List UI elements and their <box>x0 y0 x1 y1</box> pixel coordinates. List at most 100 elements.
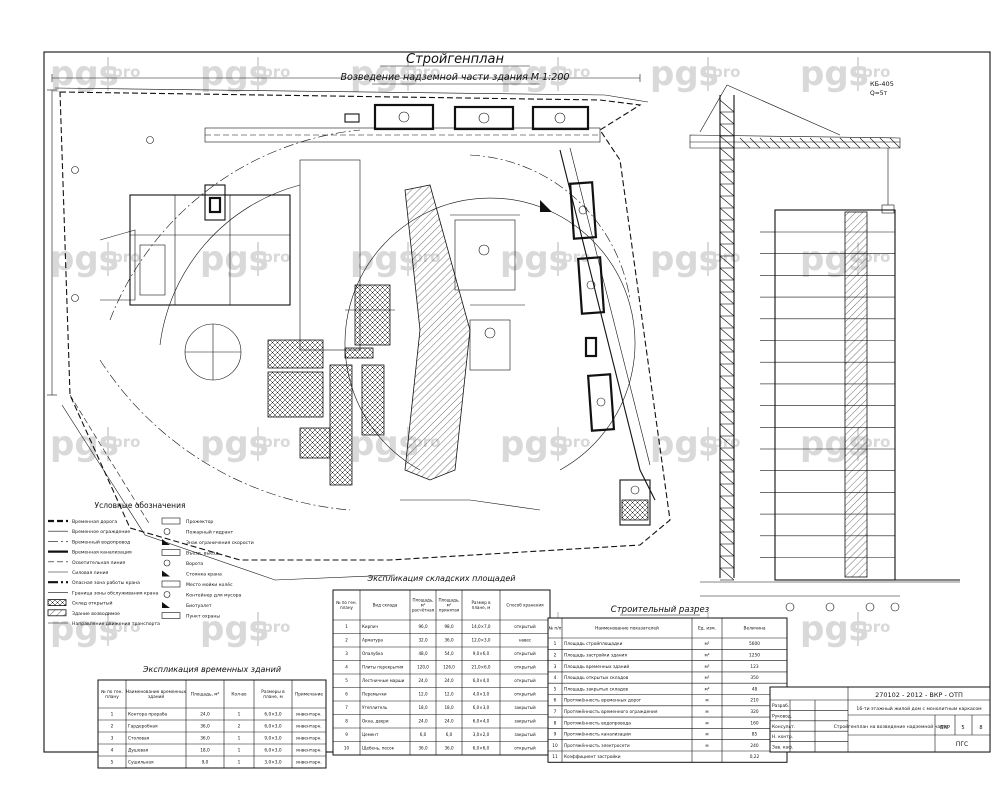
table-cell: инвентарн. <box>296 761 322 766</box>
title-block: Разраб.Руковод.Консульт.Н. контр.Зав. ка… <box>769 686 991 753</box>
legend: Условные обозначения Временная дорогаВре… <box>47 501 254 627</box>
table-cell: 7 <box>345 705 348 710</box>
table-cell: открытый <box>514 746 536 751</box>
existing-building <box>99 184 291 306</box>
table-cell: Душевая <box>128 748 149 754</box>
table-cell: 3 <box>111 736 114 742</box>
table-cell: 5 <box>554 686 557 692</box>
table-cell: 10 <box>344 746 350 751</box>
temporary-cabins-right <box>568 181 616 432</box>
table-cell: Перемычки <box>362 692 387 697</box>
table-cell: 6,0×3,0 <box>264 748 282 754</box>
table-cell: м <box>705 710 708 715</box>
table-cell: навес <box>519 638 531 643</box>
table-header: Примечание <box>295 692 323 698</box>
legend-item-label: Силовая линия <box>72 570 109 576</box>
table-header: м² <box>421 602 426 607</box>
table-header: м² <box>447 602 452 607</box>
table-cell: Плиты перекрытия <box>362 665 404 670</box>
table-cell: инвентарн. <box>296 749 322 754</box>
table-cell: 18,0 <box>418 705 428 710</box>
crane-icon <box>540 200 552 212</box>
table-cell: 1 <box>238 736 241 742</box>
stamp-role: Руковод. <box>772 713 792 719</box>
table-cell: 5600 <box>749 641 760 647</box>
table-cell: 10 <box>552 743 558 749</box>
table-cell: м² <box>705 687 710 692</box>
tower-crane <box>689 84 901 581</box>
table-header: Площадь, м² <box>191 692 220 698</box>
table-cell: 123 <box>750 664 758 670</box>
table-cell: Арматура <box>362 638 383 643</box>
table-cell: инвентарн. <box>296 737 322 742</box>
site-plan: Стройгенплан Возведение надземной части … <box>47 52 671 581</box>
table-cell: 6 <box>554 698 557 704</box>
table-cell: 350 <box>750 675 758 681</box>
watermark-suffix: pro <box>862 433 890 451</box>
table-header: плане, м <box>472 605 491 610</box>
legend-item-label: Склад открытый <box>72 600 112 607</box>
table-cell: 1 <box>238 712 241 718</box>
table-cell: открытый <box>514 678 536 683</box>
table-cell: 1 <box>111 712 114 718</box>
watermark-suffix: pro <box>262 248 290 266</box>
table-cell: 6,0×3,0 <box>264 712 282 718</box>
table-cell: 6,0 <box>420 732 427 737</box>
table-cell: м <box>705 744 708 749</box>
table-cell: 18,0 <box>444 705 454 710</box>
legend-item-label: Пожарный гидрант <box>186 529 234 536</box>
table-header: Размеры в <box>261 689 285 695</box>
table-cell: м² <box>705 676 710 681</box>
legend-item-label: Знак ограничения скорости <box>186 540 254 546</box>
legend-item-label: Въезд, выезд <box>186 551 219 557</box>
table-header: № по ген. <box>336 600 357 605</box>
table-cell: 126,0 <box>443 665 455 670</box>
table-cell: 6,0×4,0 <box>473 719 490 724</box>
table-header: № п/п <box>549 626 562 632</box>
table-cell: м² <box>705 665 710 670</box>
table-cell: 1 <box>238 760 241 766</box>
table-cell: 48,0 <box>418 651 428 656</box>
table-cell: 9,0×6,0 <box>473 651 490 656</box>
stamp-role: Разраб. <box>772 702 789 709</box>
table-cell: 4 <box>345 665 348 670</box>
table-cell: 120,0 <box>417 665 429 670</box>
table-header: зданий <box>148 693 164 700</box>
table-cell: 54,0 <box>444 651 454 656</box>
table-cell: Протяжённость канализации <box>564 732 631 738</box>
table-cell: 36,0 <box>444 746 454 751</box>
table-cell: Протяжённость водопровода <box>564 720 631 726</box>
table-cell: 2 <box>345 638 348 643</box>
table-cell: закрытый <box>514 719 536 724</box>
table-cell: 1 <box>554 641 557 647</box>
table-header: Ед. изм. <box>698 626 716 632</box>
table-cell: 4 <box>554 675 557 681</box>
table-cell: 21,0×6,0 <box>471 665 490 670</box>
table-cell: Гардеробная <box>128 724 158 730</box>
building-under-construction <box>404 184 471 481</box>
table-cell: 36,0 <box>200 736 210 742</box>
temporary-cabins-top <box>344 103 590 131</box>
watermark-suffix: pro <box>562 433 590 451</box>
table-cell: 96,0 <box>418 624 428 629</box>
table-header: Способ хранения <box>506 602 544 607</box>
legend-symbol <box>161 580 181 588</box>
table-header: плане, м <box>263 695 283 700</box>
legend-item-label: Временное ограждение <box>72 529 130 535</box>
table-cell: Опалубка <box>362 651 383 656</box>
watermark-suffix: pro <box>862 248 890 266</box>
table-cell: Протяжённость электросети <box>564 743 630 749</box>
table-cell: 320 <box>750 709 758 715</box>
table-cell: 12,0 <box>418 692 428 697</box>
